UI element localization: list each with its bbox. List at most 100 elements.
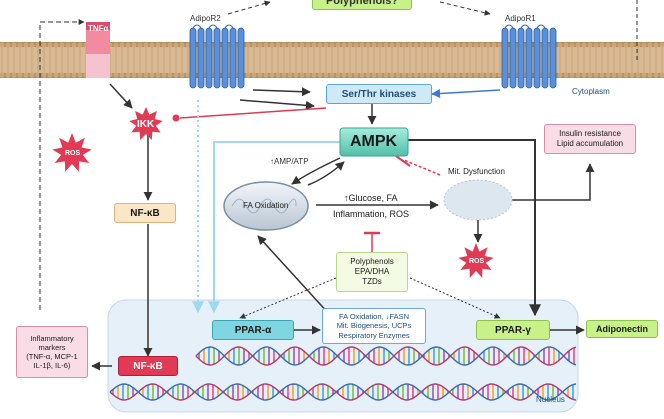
lipid-head <box>41 42 47 48</box>
markers-line-1: Inflammatory <box>30 334 74 343</box>
lipid-head <box>443 72 449 78</box>
poly-line-2: EPA/DHA <box>354 267 390 276</box>
receptor-helix <box>533 27 541 89</box>
lipid-head <box>263 72 269 78</box>
lipid-head <box>359 42 365 48</box>
lipid-head <box>383 72 389 78</box>
lipid-head <box>305 42 311 48</box>
lipid-head <box>269 42 275 48</box>
markers-line-3: (TNF-α, MCP-1 <box>26 352 78 361</box>
effects-line-2: Mit. Biogenesis, UCPs <box>336 321 412 331</box>
mitochondria-dysfunctional <box>443 179 513 221</box>
lipid-head <box>659 72 664 78</box>
lipid-head <box>563 72 569 78</box>
receptor-helix <box>517 27 525 89</box>
dna-strand <box>195 346 577 366</box>
lipid-head <box>23 72 29 78</box>
lipid-head <box>641 42 647 48</box>
adipor2-receptor <box>189 24 245 89</box>
lipid-head <box>341 42 347 48</box>
lipid-head <box>347 42 353 48</box>
lipid-head <box>113 72 119 78</box>
dna-helix-upper <box>195 346 577 366</box>
poly-line-1: Polyphenols <box>350 257 394 266</box>
dna-helix-lower <box>109 383 577 401</box>
lipid-head <box>161 42 167 48</box>
inhibit-serthr-ikk <box>179 107 327 119</box>
lipid-head <box>59 72 65 78</box>
lipid-head <box>293 72 299 78</box>
lipid-head <box>617 42 623 48</box>
lipid-head <box>569 72 575 78</box>
lipid-head <box>389 72 395 78</box>
lipid-head <box>5 42 11 48</box>
ros-burst-left <box>52 133 92 172</box>
amp-atp-label: ↑AMP/ATP <box>270 157 309 166</box>
ppar-alpha-effects-box: FA Oxidation, ↓FASN Mit. Biogenesis, UCP… <box>322 308 426 344</box>
dotted-poly-ppara <box>239 277 337 319</box>
lipid-head <box>263 42 269 48</box>
receptor-helix <box>205 27 213 89</box>
poly-line-3: TZDs <box>362 277 382 286</box>
lipid-head <box>419 72 425 78</box>
lipid-head <box>287 72 293 78</box>
lipid-head <box>281 72 287 78</box>
lipid-head <box>77 42 83 48</box>
inflammatory-markers-box: Inflammatory markers (TNF-α, MCP-1 IL-1β… <box>16 326 88 378</box>
lipid-head <box>431 72 437 78</box>
receptor-loop <box>504 24 546 29</box>
lipid-head <box>407 72 413 78</box>
inhibit-end-ikk <box>172 114 180 122</box>
lipid-head <box>617 72 623 78</box>
lipid-head <box>347 72 353 78</box>
markers-line-4: IL-1β, IL-6) <box>33 361 71 370</box>
effects-line-1: FA Oxidation, ↓FASN <box>338 311 410 321</box>
lipid-head <box>353 72 359 78</box>
lipid-head <box>647 42 653 48</box>
lipid-head <box>149 72 155 78</box>
ros-burst-right <box>458 243 494 278</box>
lipid-head <box>125 42 131 48</box>
lipid-head <box>413 72 419 78</box>
lipid-head <box>659 42 664 48</box>
lipid-head <box>485 42 491 48</box>
lipid-head <box>383 42 389 48</box>
inhibit-bar-ampk <box>395 155 411 167</box>
lipid-head <box>557 72 563 78</box>
feedback-dashed-arrow <box>39 19 85 310</box>
lipid-head <box>653 42 659 48</box>
receptor-helix <box>549 27 557 89</box>
lipid-head <box>575 42 581 48</box>
lipid-head <box>185 42 191 48</box>
lipid-head <box>299 72 305 78</box>
lipid-head <box>365 72 371 78</box>
lipid-head <box>473 72 479 78</box>
lipid-head <box>47 72 53 78</box>
mit-dysfunction-label: Mit. Dysfunction <box>448 167 505 176</box>
dotted-poly-pparg <box>409 277 501 319</box>
glucose-fa-label: ↑Glucose, FA <box>344 193 398 203</box>
lipid-head <box>245 42 251 48</box>
lipid-head <box>581 72 587 78</box>
lipid-head <box>587 42 593 48</box>
lipid-head <box>389 42 395 48</box>
lipid-head <box>641 72 647 78</box>
ser-thr-kinases-box: Ser/Thr kinases <box>326 84 432 104</box>
lipid-head <box>599 72 605 78</box>
lipid-head <box>479 42 485 48</box>
lipid-head <box>287 42 293 48</box>
inflammation-ros-label: Inflammation, ROS <box>333 209 410 219</box>
lipid-head <box>341 72 347 78</box>
lipid-head <box>449 42 455 48</box>
receptor-helix <box>221 27 229 89</box>
lipid-head <box>371 42 377 48</box>
lipid-head <box>611 72 617 78</box>
arrow-effects-faox <box>257 235 331 316</box>
receptor-helix <box>501 27 509 89</box>
lipid-head <box>371 72 377 78</box>
lipid-head <box>119 72 125 78</box>
lipid-head <box>317 72 323 78</box>
dashed-link-left <box>227 0 271 15</box>
lipid-head <box>53 42 59 48</box>
